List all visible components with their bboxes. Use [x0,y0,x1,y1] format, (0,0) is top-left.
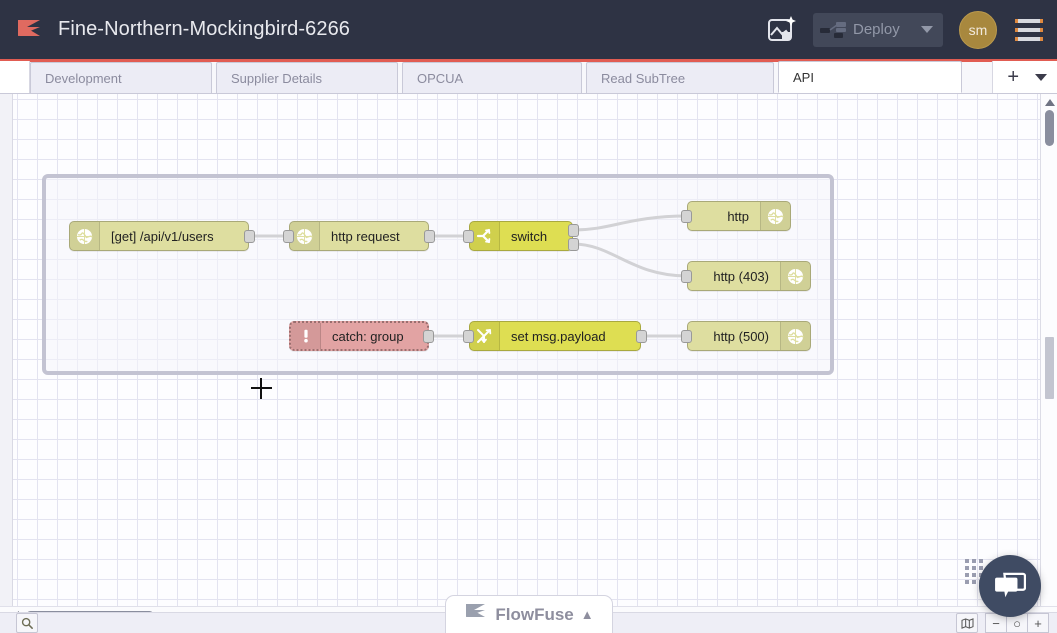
hamburger-bar [1015,18,1043,23]
workspace-left-rail [0,94,13,606]
zoom-in-icon[interactable]: + [1027,613,1049,633]
node-http-response-200[interactable]: http [681,201,791,231]
node-input-port[interactable] [681,330,692,343]
drag-dot [965,580,969,584]
tab-api[interactable]: API [778,61,962,93]
globe-icon [290,222,320,250]
crosshair-vertical [260,378,262,399]
node-input-port[interactable] [283,230,294,243]
globe-icon [70,222,100,250]
hamburger-bar [1015,27,1043,32]
node-output-port[interactable] [424,230,435,243]
node-label: set msg.payload [511,328,606,344]
chevron-up-icon[interactable]: ▲ [580,607,594,622]
hamburger-bar [1015,36,1043,41]
drag-dot [979,559,983,563]
flowfuse-logo-icon [16,18,44,42]
drag-dot [979,566,983,570]
globe-icon [780,322,810,350]
drag-dot [965,559,969,563]
tabs-dropdown-caret-icon[interactable] [1035,73,1047,81]
drag-dot [972,573,976,577]
node-label: http request [331,228,400,244]
node-input-port[interactable] [463,330,474,343]
drag-dot [972,580,976,584]
globe-icon [760,202,790,230]
vertical-scrollbar[interactable] [1040,94,1057,606]
node-http-response-403[interactable]: http (403) [681,261,811,291]
chevron-down-icon[interactable] [921,26,933,33]
node-label: catch: group [332,328,404,344]
node-input-port[interactable] [681,210,692,223]
zoom-controls: − ○ + [985,613,1049,633]
flow-workspace: [get] /api/v1/users http request [0,94,1057,606]
ai-sparkle-image-icon[interactable] [765,13,799,47]
node-label: http (500) [713,328,769,344]
node-input-port[interactable] [681,270,692,283]
page-title: Fine-Northern-Mockingbird-6266 [58,18,351,40]
node-label: [get] /api/v1/users [111,228,214,244]
add-flow-button[interactable]: + [1007,66,1019,88]
status-bar-right-controls: − ○ + [952,613,1057,633]
drag-dot [965,566,969,570]
node-output-port[interactable] [636,330,647,343]
tab-supplier-details[interactable]: Supplier Details [216,62,398,93]
switch-icon [470,222,500,250]
node-output-port[interactable] [423,330,434,343]
node-label: http (403) [713,268,769,284]
navigator-map-icon[interactable] [956,613,978,633]
deploy-button[interactable]: Deploy [813,12,943,47]
crosshair-horizontal [251,387,272,389]
tab-opcua[interactable]: OPCUA [402,62,582,93]
header-actions: Deploy sm [765,10,1057,49]
vertical-scrollbar-thumb[interactable] [1045,110,1054,146]
node-output-port[interactable] [244,230,255,243]
flowfuse-footer-label: FlowFuse [495,604,574,624]
tab-read-subtree[interactable]: Read SubTree [586,62,774,93]
node-http-in[interactable]: [get] /api/v1/users [69,221,255,251]
node-http-request[interactable]: http request [283,221,435,251]
search-icon[interactable] [16,613,38,633]
node-output-port-2[interactable] [568,238,579,251]
avatar[interactable]: sm [959,10,997,49]
app-header: Fine-Northern-Mockingbird-6266 [0,0,1057,62]
hamburger-menu-icon[interactable] [1015,18,1043,41]
globe-icon [780,262,810,290]
drag-dot [972,566,976,570]
node-label: switch [511,228,548,244]
chat-bubble-icon[interactable] [979,555,1041,617]
flow-canvas[interactable]: [get] /api/v1/users http request [13,94,1040,606]
warning-icon [291,323,321,349]
flowfuse-logo-icon [464,602,488,627]
vertical-scrollbar-secondary-thumb[interactable] [1045,337,1054,399]
flow-tab-bar: Development Supplier Details OPCUA Read … [0,61,1057,94]
node-change[interactable]: set msg.payload [463,321,647,351]
node-http-response-500[interactable]: http (500) [681,321,811,351]
drag-dot [972,559,976,563]
node-switch[interactable]: switch [463,221,579,251]
flowfuse-footer-tab[interactable]: FlowFuse ▲ [445,595,613,633]
scroll-up-arrow-icon[interactable] [1045,99,1055,106]
node-output-port-1[interactable] [568,224,579,237]
tab-bar-gutter [0,61,30,93]
avatar-initials: sm [968,21,988,38]
drag-dots-icon[interactable] [965,559,983,595]
node-label: http [727,208,749,224]
drag-dot [965,573,969,577]
deploy-nodes-icon [819,20,849,40]
tab-development[interactable]: Development [30,62,212,93]
node-catch[interactable]: catch: group [289,321,434,351]
tab-bar-actions: + [992,61,1057,93]
deploy-label: Deploy [853,21,900,38]
node-input-port[interactable] [463,230,474,243]
change-icon [470,322,500,350]
